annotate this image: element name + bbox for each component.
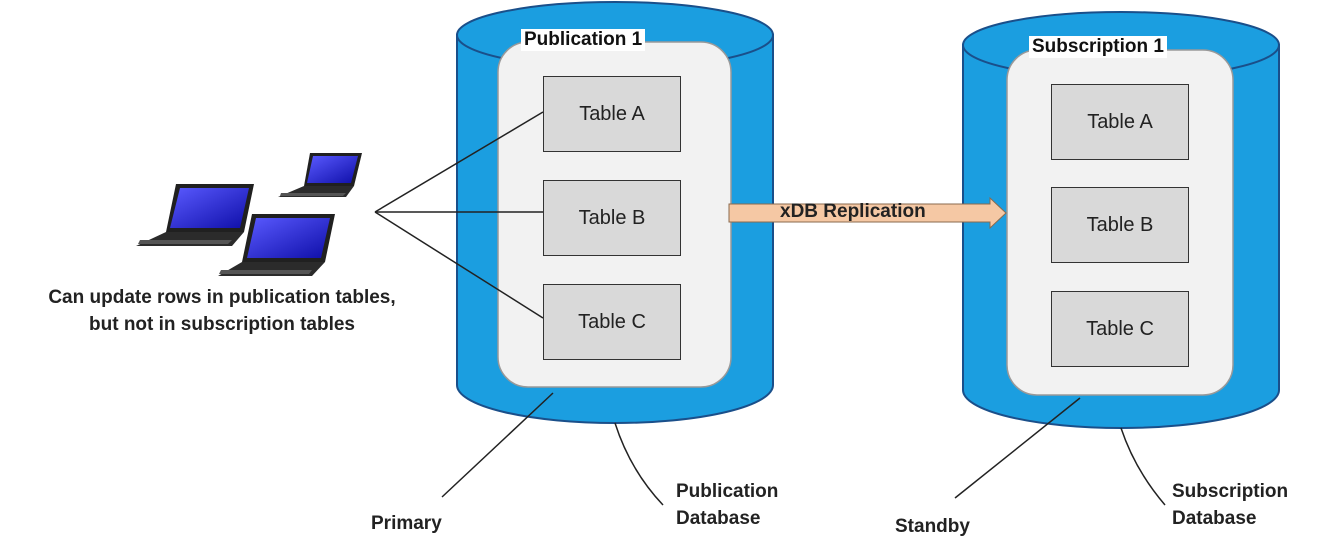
- subscription-table-c: Table C: [1051, 291, 1189, 367]
- subscription-database-label-line-1: Subscription: [1172, 481, 1289, 502]
- subscription-table-a: Table A: [1051, 84, 1189, 160]
- publication-table-a: Table A: [543, 76, 681, 152]
- publication-database-label-line-1: Publication: [676, 481, 779, 502]
- standby-label: Standby: [895, 516, 970, 537]
- subscription-database-label: Subscription Database: [1172, 478, 1288, 532]
- laptop-icon-bottom: [218, 214, 335, 276]
- publication-database-label-line-2: Database: [676, 508, 761, 529]
- publication-table-b: Table B: [543, 180, 681, 256]
- publication-table-c: Table C: [543, 284, 681, 360]
- callout-lines: [441, 392, 1166, 506]
- client-connection-lines: [374, 111, 544, 319]
- replication-arrow: [728, 196, 1007, 230]
- clients-caption-line-2: but not in subscription tables: [89, 314, 355, 335]
- subscription-title: Subscription 1: [1029, 36, 1167, 58]
- clients-caption-line-1: Can update rows in publication tables,: [48, 287, 396, 308]
- publication-title: Publication 1: [521, 29, 646, 51]
- subscription-database-label-line-2: Database: [1172, 508, 1257, 529]
- primary-label: Primary: [371, 513, 442, 534]
- laptop-icon-top: [278, 153, 362, 197]
- laptop-icon-left: [136, 184, 254, 246]
- clients-caption: Can update rows in publication tables, b…: [2, 284, 442, 338]
- publication-database-label: Publication Database: [676, 478, 778, 532]
- subscription-table-b: Table B: [1051, 187, 1189, 263]
- replication-arrow-label: xDB Replication: [780, 201, 926, 222]
